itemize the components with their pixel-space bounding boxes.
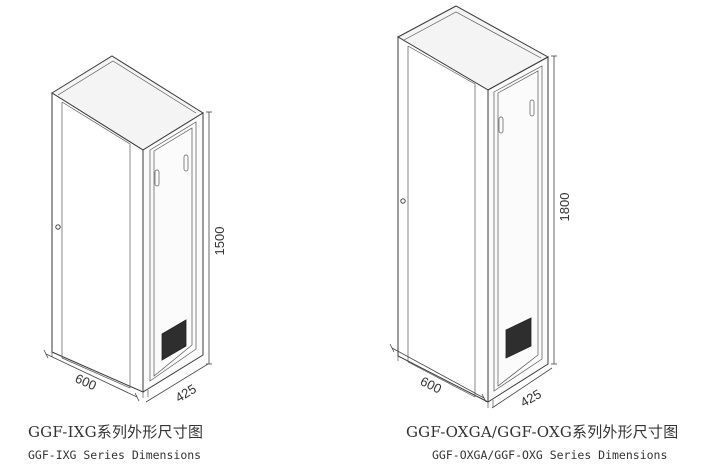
right-depth-label: 425	[518, 386, 544, 410]
right-width-dimension-line	[391, 347, 485, 399]
left-width-label: 600	[73, 371, 99, 394]
left-cabinet-side-panel	[142, 112, 204, 393]
front-door-handle-icon	[55, 224, 61, 230]
right-depth-dimension-line	[491, 367, 553, 409]
left-cabinet-drawing: 1500 600 425	[43, 55, 227, 405]
right-cabinet-drawing: 1800 600 425	[389, 5, 572, 410]
vent-grille-icon	[505, 317, 532, 359]
side-slot-icon	[498, 116, 504, 134]
vent-grille-icon	[161, 319, 187, 361]
left-caption-chinese: GGF-IXG系列外形尺寸图	[28, 423, 204, 441]
right-height-label: 1800	[557, 193, 572, 222]
side-slot-icon	[154, 169, 160, 187]
right-cabinet-side-panel	[487, 56, 549, 403]
front-door-handle-icon	[400, 198, 406, 204]
left-depth-dimension-line	[145, 363, 209, 403]
left-depth-label: 425	[173, 381, 199, 405]
left-caption-english: GGF-IXG Series Dimensions	[28, 448, 202, 462]
right-cabinet-front-door	[397, 36, 489, 403]
left-width-dimension-line	[45, 353, 138, 398]
left-height-label: 1500	[212, 227, 227, 256]
right-caption-english: GGF-OXGA/GGF-OXG Series Dimensions	[432, 448, 668, 462]
side-slot-icon	[183, 154, 189, 172]
right-caption-chinese: GGF-OXGA/GGF-OXG系列外形尺寸图	[406, 423, 679, 441]
side-slot-icon	[529, 99, 535, 117]
